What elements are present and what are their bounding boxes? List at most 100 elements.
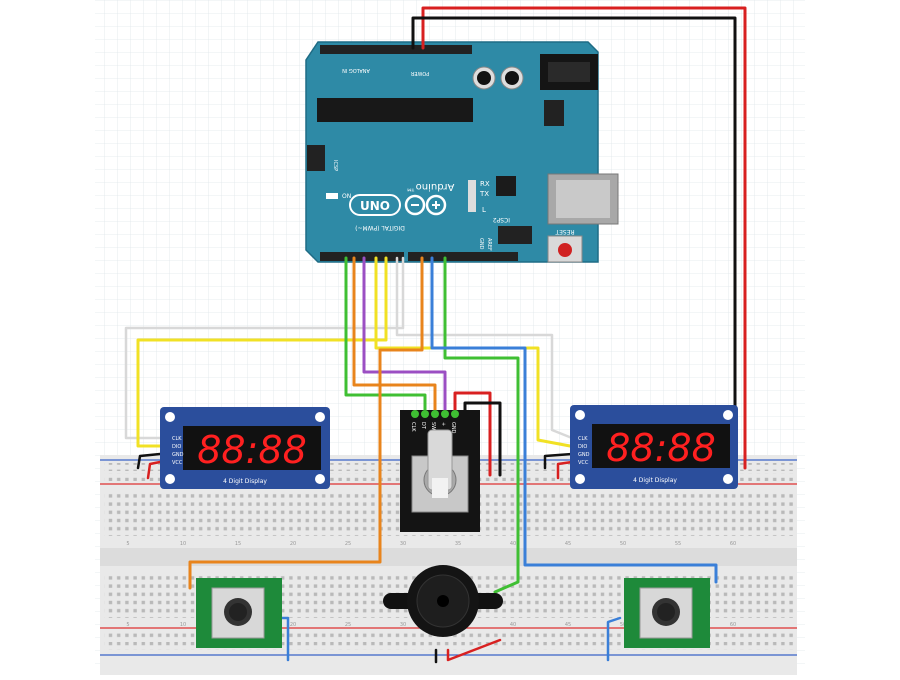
breadboard-column-number: 55 (675, 541, 681, 547)
breadboard-column-number: 40 (510, 622, 516, 628)
encoder-pin (411, 410, 419, 418)
wire-green-clk (344, 256, 427, 414)
wire-red-dr-vcc (556, 460, 574, 480)
tx-label: TX (479, 190, 489, 198)
display-right-digits: 88:88 (606, 426, 716, 470)
push-button-right[interactable] (624, 578, 710, 648)
wire-yellow-left (136, 256, 388, 448)
arduino-infinity-logo (404, 194, 447, 216)
wire-green-buzzer (443, 256, 520, 594)
display-left-pin-dio: DIO (172, 444, 181, 450)
icsp-label: ICSP (332, 160, 338, 171)
breadboard-column-number: 30 (400, 622, 406, 628)
push-button-left[interactable] (196, 578, 282, 648)
breadboard-column-number: 20 (290, 622, 296, 628)
display-left-pin-gnd: GND (172, 452, 184, 458)
gnd-label: GND (478, 238, 484, 250)
piezo-buzzer (383, 565, 503, 637)
encoder-pin-plus: + (440, 422, 446, 426)
wires (124, 6, 747, 664)
rotary-encoder-module: CLK DT SW + GND (400, 410, 480, 532)
encoder-pin-sw: SW (430, 422, 436, 430)
encoder-pin (421, 410, 429, 418)
wire-orange-btn (188, 256, 424, 590)
breadboard-column-number: 30 (400, 541, 406, 547)
header-digital-low (320, 252, 404, 261)
uno-logo-box (349, 194, 401, 216)
header-power (392, 45, 472, 54)
encoder-pin-dt: DT (420, 422, 426, 430)
breadboard-column-number: 25 (345, 541, 351, 547)
breadboard-column-number: 25 (345, 622, 351, 628)
arduino-brand-text: Arduino™ (406, 181, 455, 192)
reset-button[interactable] (547, 235, 583, 263)
display-right-label: 4 Digit Display (633, 477, 677, 484)
breadboard-column-number: 5 (126, 541, 129, 547)
encoder-pin-clk: CLK (410, 422, 416, 432)
header-digital-high (408, 252, 518, 261)
breadboard-column-number: 5 (126, 622, 129, 628)
analog-header-label: ANALOG IN (342, 67, 370, 73)
icsp2-label: ICSP2 (493, 216, 510, 223)
display-right-pin-dio: DIO (578, 444, 587, 450)
wire-red-dl-vcc (146, 460, 162, 480)
breadboard-column-number: 45 (565, 622, 571, 628)
encoder-pin (451, 410, 459, 418)
power-header-label: POWER (410, 70, 429, 76)
wire-red-enc (453, 391, 492, 477)
breadboard-column-number: 45 (565, 541, 571, 547)
wire-white-right (395, 256, 574, 440)
breadboard-column-number: 10 (180, 541, 186, 547)
uno-logo-text: UNO (360, 199, 390, 213)
voltage-regulator (544, 100, 564, 126)
header-analog (320, 45, 392, 54)
arduino-uno-board: ANALOG IN POWER ICSP ON UNO Arduino™ (305, 41, 619, 263)
display-left-digits: 88:88 (197, 428, 307, 472)
reset-label: RESET (555, 228, 575, 235)
on-label: ON (342, 193, 351, 200)
encoder-pin (431, 410, 439, 418)
wire-orange-dt (352, 256, 437, 414)
breadboard-column-number: 35 (455, 541, 461, 547)
wire-red-5v (421, 6, 747, 470)
breadboard-column-number: 60 (730, 541, 736, 547)
breadboard-column-number: 15 (235, 541, 241, 547)
display-left-pin-vcc: VCC (172, 460, 183, 466)
display-module-right: 88:88 4 Digit Display CLK DIO GND VCC (570, 405, 738, 489)
encoder-pin-gnd: GND (450, 422, 456, 434)
display-left-label: 4 Digit Display (223, 478, 267, 485)
wire-blue-btn (430, 256, 718, 584)
breadboard-column-number: 50 (620, 622, 626, 628)
wire-black-enc (463, 401, 502, 477)
wire-blue-btn-right (606, 616, 622, 662)
led-array (468, 180, 476, 212)
breadboard-column-number: 10 (180, 622, 186, 628)
on-led (326, 193, 338, 199)
breadboard-column-number: 50 (620, 541, 626, 547)
wire-blue-btn-left (278, 616, 290, 662)
display-right-pin-gnd: GND (578, 452, 590, 458)
display-module-left: 88:88 4 Digit Display CLK DIO GND VCC (160, 407, 330, 489)
breadboard-column-number: 60 (730, 622, 736, 628)
atmega-chip (317, 98, 473, 122)
aref-label: AREF (486, 238, 492, 251)
wire-red-buzzer (446, 638, 502, 662)
icsp2-header (498, 226, 532, 244)
wire-yellow-right (374, 256, 572, 448)
wire-black-dr-gnd (543, 452, 574, 470)
display-right-pin-clk: CLK (578, 436, 588, 442)
breadboard-column-number: 20 (290, 541, 296, 547)
display-right-pin-vcc: VCC (578, 460, 589, 466)
breadboard-column-number: 40 (510, 541, 516, 547)
display-left-pin-clk: CLK (172, 436, 182, 442)
wire-black-gnd (411, 16, 737, 470)
rx-label: RX (480, 180, 490, 188)
wire-purple-sw (362, 256, 447, 414)
wire-black-dl-gnd (136, 452, 162, 470)
encoder-pin (441, 410, 449, 418)
digital-header-label: DIGITAL (PWM~) (355, 224, 405, 231)
usb-chip (496, 176, 516, 196)
l-label: L (482, 206, 486, 214)
icsp-header (307, 145, 325, 171)
